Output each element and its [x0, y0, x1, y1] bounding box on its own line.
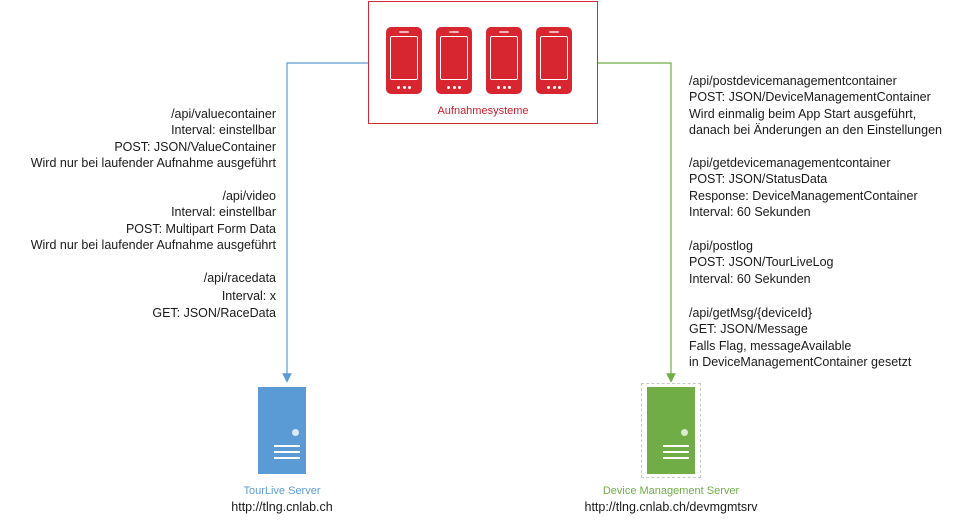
phone-icon [436, 27, 472, 94]
endpoint-path: /api/valuecontainer [171, 107, 276, 121]
devmgmt-server-url: http://tlng.cnlab.ch/devmgmtsrv [584, 500, 758, 514]
tourlive-server-icon [258, 387, 306, 474]
endpoint-path: /api/postdevicemanagementcontainer [689, 74, 897, 88]
endpoint-path: /api/postlog [689, 239, 753, 253]
endpoint-detail: POST: Multipart Form Data [125, 221, 276, 236]
endpoint-detail: GET: JSON/RaceData [152, 306, 276, 320]
endpoint-detail: Response: DeviceManagementContainer [689, 188, 918, 203]
endpoint-detail: danach bei Änderungen an den Einstellung… [689, 122, 942, 137]
aufnahmesysteme-label: Aufnahmesysteme [437, 105, 529, 117]
phone-icon [386, 27, 422, 94]
endpoint-path: /api/getMsg/{deviceId} [689, 306, 812, 320]
endpoint-path: /api/racedata [203, 271, 276, 285]
devmgmt-server-frame [641, 383, 701, 478]
tourlive-server-url: http://tlng.cnlab.ch [231, 500, 333, 514]
phone-icon [486, 27, 522, 94]
phone-icon [536, 27, 572, 94]
endpoint-detail: in DeviceManagementContainer gesetzt [689, 354, 912, 369]
endpoint-detail: Interval: einstellbar [171, 205, 276, 220]
endpoint-valuecontainer: /api/valuecontainer Interval: einstellba… [31, 106, 276, 171]
tourlive-server-label: TourLive Server [243, 485, 321, 497]
endpoint-path: /api/video [222, 189, 276, 203]
endpoint-detail: Wird einmalig beim App Start ausgeführt, [689, 106, 917, 121]
endpoint-detail: Falls Flag, messageAvailable [689, 338, 852, 353]
endpoint-getdevicemanagementcontainer: /api/getdevicemanagementcontainer POST: … [689, 155, 918, 220]
endpoint-path: /api/getdevicemanagementcontainer [689, 156, 891, 170]
devmgmt-server-label: Device Management Server [602, 485, 740, 497]
endpoint-detail: POST: JSON/StatusData [689, 172, 828, 187]
endpoint-postdevicemanagementcontainer: /api/postdevicemanagementcontainer POST:… [689, 73, 942, 138]
endpoint-racedata: /api/racedata Interval: x GET: JSON/Race… [152, 270, 276, 323]
endpoint-detail: Interval: x [221, 288, 276, 303]
arrow-to-devmgmt [598, 62, 676, 383]
endpoint-detail: Wird nur bei laufender Aufnahme ausgefüh… [30, 155, 276, 170]
endpoint-detail: POST: JSON/ValueContainer [114, 139, 276, 154]
endpoint-detail: Interval: 60 Sekunden [689, 204, 811, 219]
endpoint-detail: Interval: 60 Sekunden [689, 271, 811, 286]
endpoint-detail: POST: JSON/TourLiveLog [689, 255, 834, 270]
aufnahmesysteme-group: Aufnahmesysteme [368, 1, 598, 124]
devmgmt-server-icon [647, 387, 695, 474]
endpoint-detail: POST: JSON/DeviceManagementContainer [689, 90, 931, 105]
endpoint-detail: Wird nur bei laufender Aufnahme ausgefüh… [30, 237, 276, 252]
endpoint-detail: Interval: einstellbar [171, 123, 276, 138]
arrow-to-tourlive [282, 62, 368, 383]
endpoint-detail: GET: JSON/Message [689, 322, 808, 337]
endpoint-postlog: /api/postlog POST: JSON/TourLiveLog Inte… [689, 238, 834, 287]
endpoint-video: /api/video Interval: einstellbar POST: M… [31, 188, 276, 253]
endpoint-getmsg: /api/getMsg/{deviceId} GET: JSON/Message… [689, 305, 911, 370]
